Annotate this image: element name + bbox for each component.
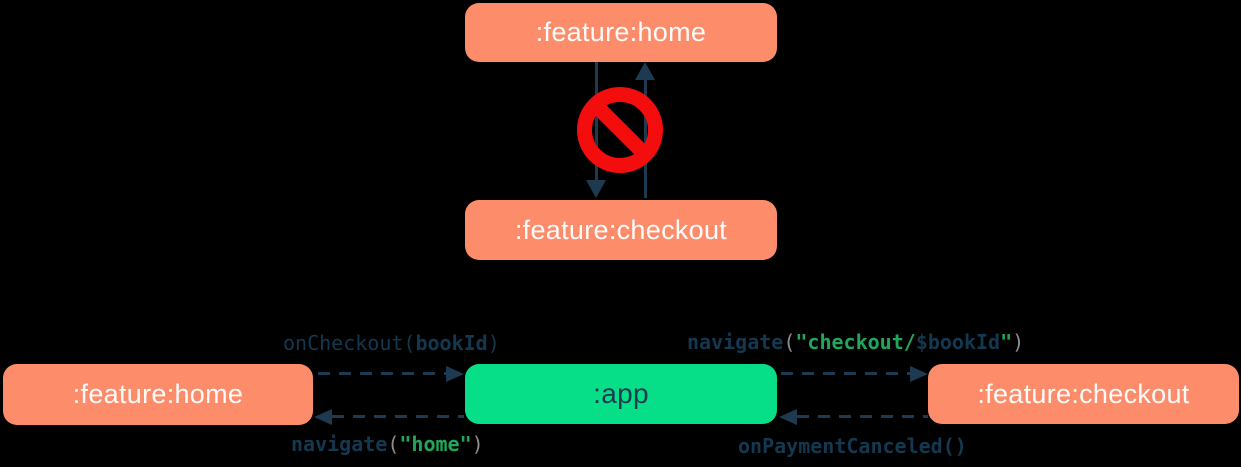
code-token: navigate xyxy=(291,432,388,456)
code-token: "checkout/ xyxy=(795,330,916,354)
app-node: :app xyxy=(465,364,777,424)
dashed-arrow-left-icon xyxy=(797,415,928,418)
bottom-feature-home-node: :feature:home xyxy=(3,364,313,425)
edge-label-onpaymentcanceled: onPaymentCanceled() xyxy=(738,434,967,458)
code-token: ) xyxy=(487,331,500,355)
arrow-down-icon xyxy=(586,180,606,198)
code-token: onPaymentCanceled() xyxy=(738,434,967,458)
dashed-arrow-right-icon xyxy=(318,372,446,375)
no-entry-icon xyxy=(577,87,663,173)
code-token: bookId xyxy=(415,331,488,355)
arrowhead-left-icon xyxy=(314,409,332,425)
top-feature-home-node: :feature:home xyxy=(465,3,777,62)
bottom-feature-checkout-label: :feature:checkout xyxy=(977,378,1190,409)
top-feature-checkout-node: :feature:checkout xyxy=(465,200,777,260)
app-label: :app xyxy=(593,378,649,409)
code-token: ( xyxy=(387,432,400,456)
top-feature-checkout-label: :feature:checkout xyxy=(514,214,728,245)
code-token: onCheckout( xyxy=(283,331,416,355)
edge-label-navigate-checkout: navigate("checkout/$bookId") xyxy=(687,330,1024,354)
code-token: $bookId xyxy=(915,330,1001,354)
edge-label-oncheckout: onCheckout(bookId) xyxy=(283,331,500,355)
arrowhead-right-icon xyxy=(910,366,928,382)
code-token: ) xyxy=(1012,330,1025,354)
code-token: "home" xyxy=(399,432,472,456)
top-feature-home-label: :feature:home xyxy=(535,17,707,47)
arrow-up-icon xyxy=(635,62,655,80)
arrowhead-left-icon xyxy=(779,409,797,425)
code-token: ) xyxy=(471,432,484,456)
arrowhead-right-icon xyxy=(446,366,464,382)
edge-label-navigate-home: navigate("home") xyxy=(291,432,484,456)
dashed-arrow-right-icon xyxy=(781,372,910,375)
code-token: navigate xyxy=(687,330,784,354)
code-token: " xyxy=(1000,330,1013,354)
bottom-feature-home-label: :feature:home xyxy=(72,379,244,409)
code-token: ( xyxy=(783,330,796,354)
dashed-arrow-left-icon xyxy=(332,415,464,418)
bottom-feature-checkout-node: :feature:checkout xyxy=(928,364,1239,424)
